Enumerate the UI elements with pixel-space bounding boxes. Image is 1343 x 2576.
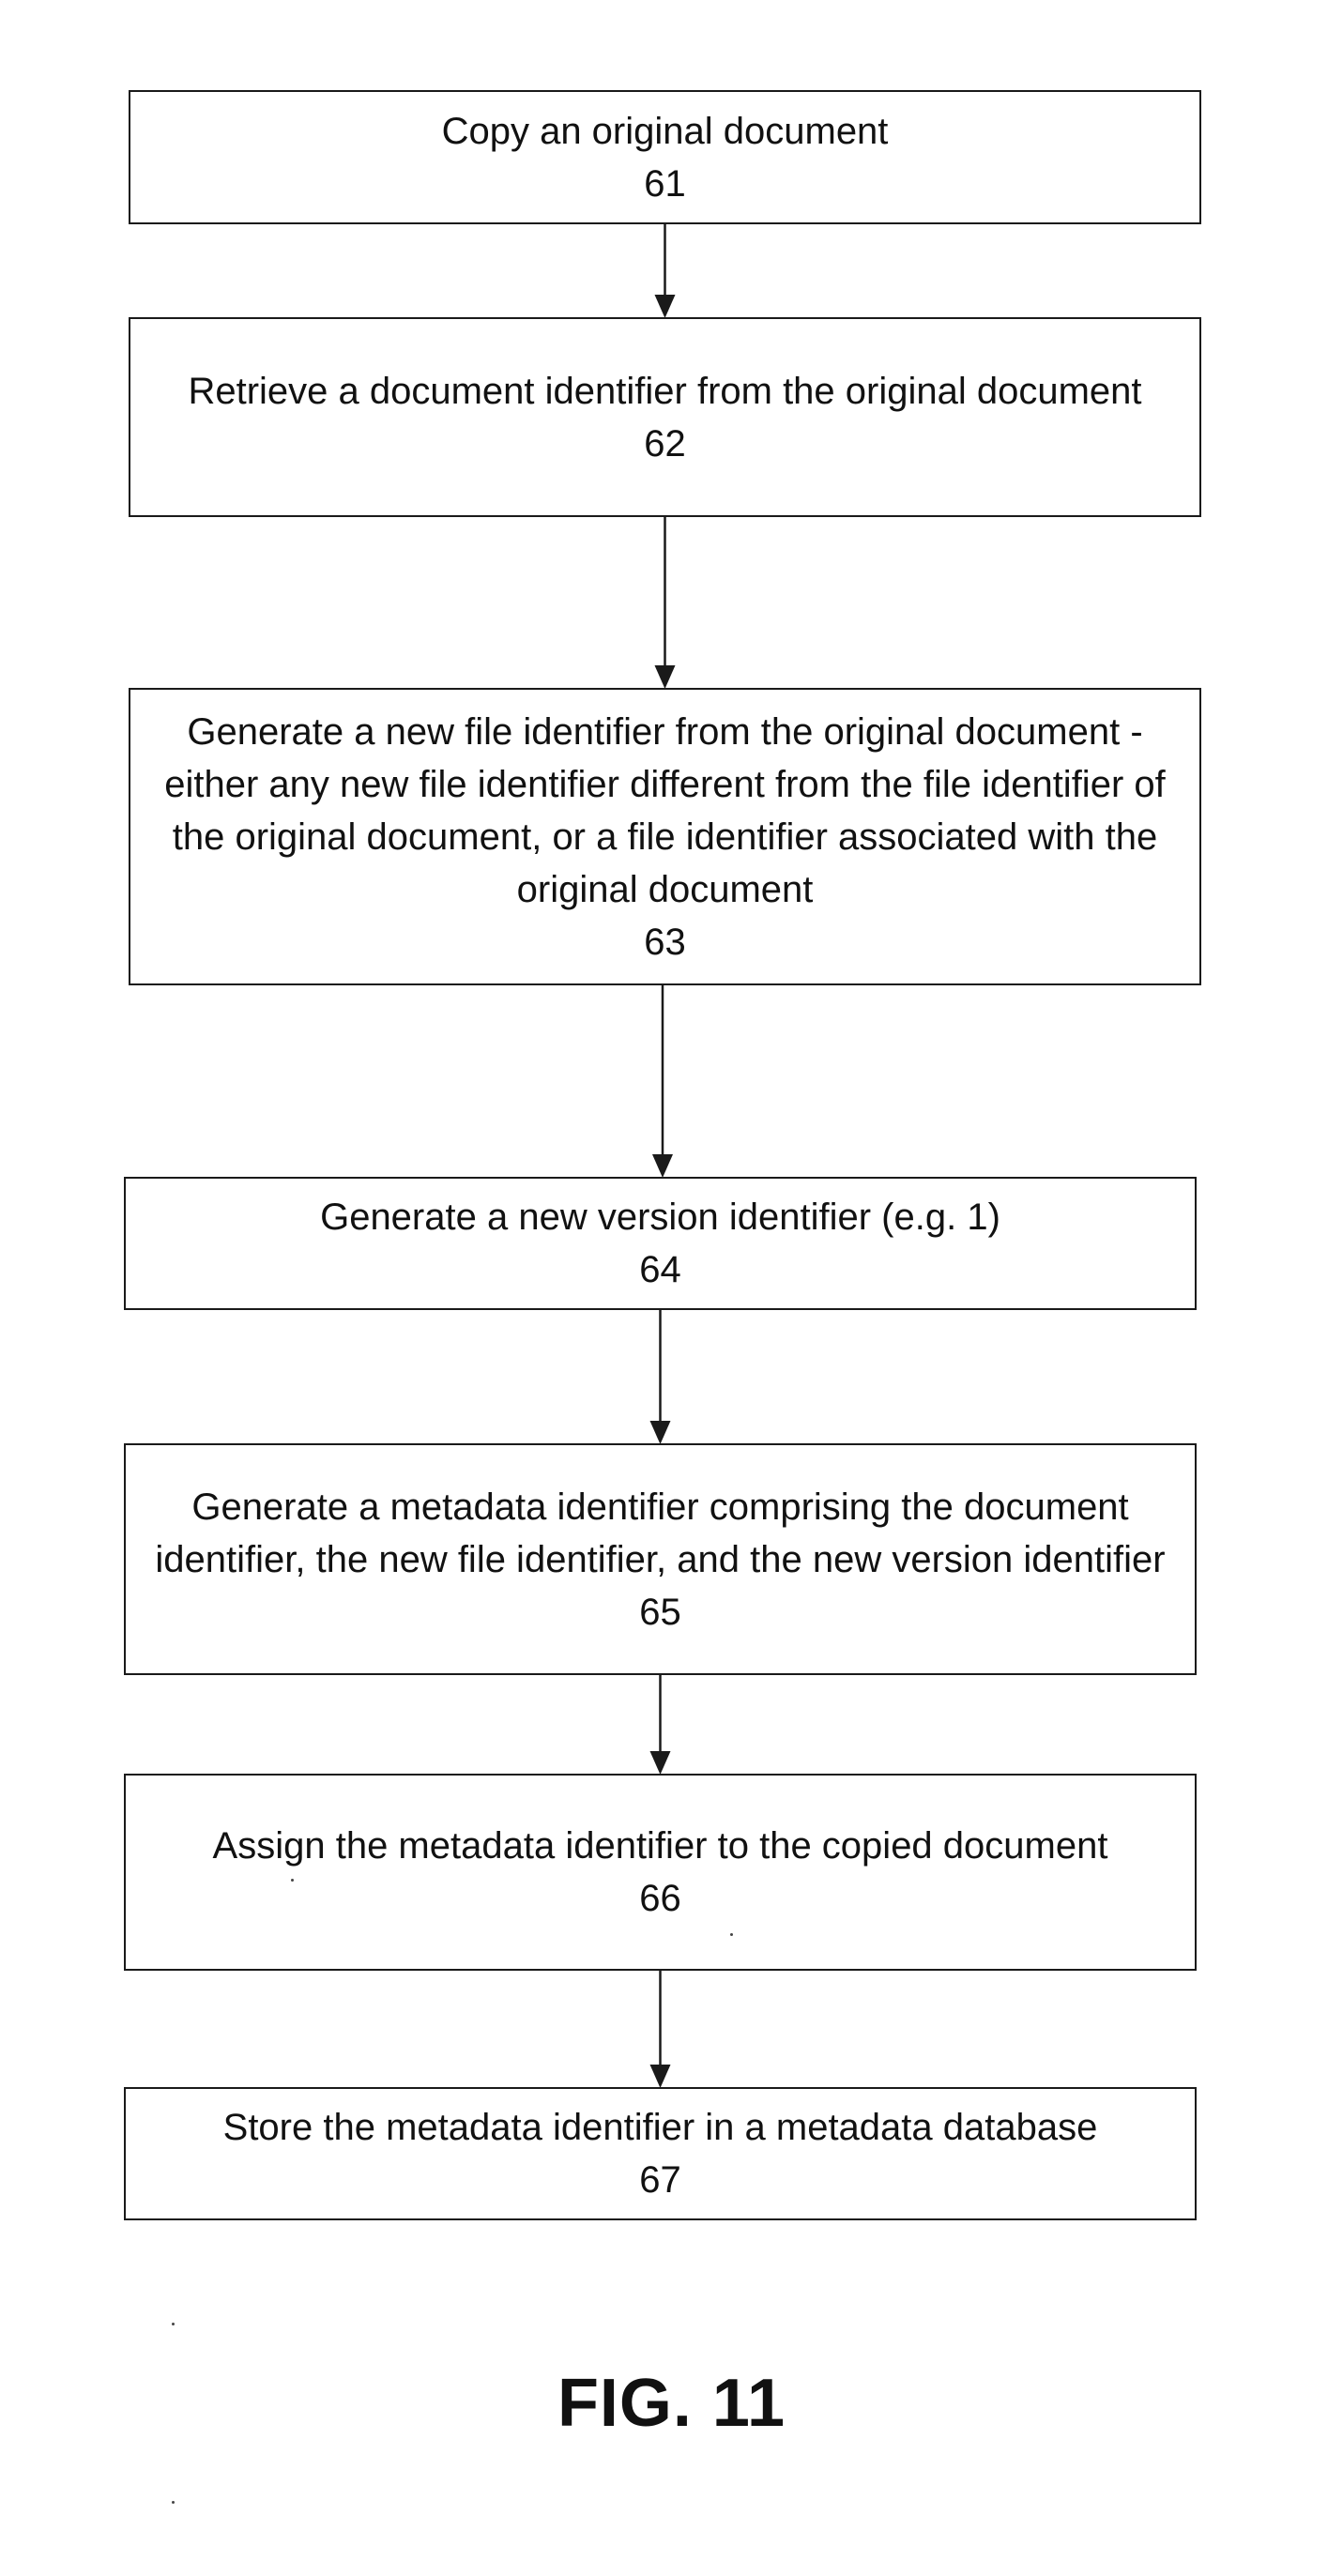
step-text: Store the metadata identifier in a metad… <box>223 2101 1098 2154</box>
connector-arrow-66-67 <box>650 1971 671 2088</box>
step-text: Generate a new version identifier (e.g. … <box>320 1191 1000 1243</box>
step-number: 64 <box>639 1243 681 1296</box>
step-number: 61 <box>644 158 686 210</box>
scan-speck <box>730 1933 733 1936</box>
step-number: 66 <box>639 1872 681 1925</box>
step-box-61: Copy an original document 61 <box>129 90 1201 224</box>
arrowhead <box>650 2065 671 2088</box>
step-box-65: Generate a metadata identifier comprisin… <box>124 1443 1197 1675</box>
connector-arrow-61-62 <box>655 224 676 318</box>
connector-arrow-64-65 <box>650 1310 671 1444</box>
connector-arrow-63-64 <box>652 985 673 1178</box>
step-text: Generate a metadata identifier comprisin… <box>154 1481 1167 1586</box>
step-box-63: Generate a new file identifier from the … <box>129 688 1201 985</box>
arrowhead <box>652 1154 673 1178</box>
arrowhead <box>650 1421 671 1444</box>
step-text: Copy an original document <box>442 105 889 158</box>
scan-speck <box>172 2323 175 2325</box>
step-number: 65 <box>639 1586 681 1639</box>
arrowhead <box>655 295 676 318</box>
step-text: Assign the metadata identifier to the co… <box>213 1820 1108 1872</box>
connector-arrow-62-63 <box>655 517 676 689</box>
step-box-67: Store the metadata identifier in a metad… <box>124 2087 1197 2220</box>
step-number: 62 <box>644 418 686 470</box>
arrowhead <box>650 1751 671 1775</box>
step-text: Retrieve a document identifier from the … <box>188 365 1141 418</box>
scan-speck <box>172 2501 175 2504</box>
step-text: Generate a new file identifier from the … <box>136 706 1194 916</box>
arrowhead <box>655 665 676 689</box>
step-box-64: Generate a new version identifier (e.g. … <box>124 1177 1197 1310</box>
connector-arrow-65-66 <box>650 1675 671 1775</box>
figure-caption: FIG. 11 <box>0 2365 1343 2442</box>
step-box-66: Assign the metadata identifier to the co… <box>124 1774 1197 1971</box>
step-number: 67 <box>639 2154 681 2206</box>
step-number: 63 <box>644 916 686 968</box>
step-box-62: Retrieve a document identifier from the … <box>129 317 1201 517</box>
scan-speck <box>291 1879 294 1882</box>
